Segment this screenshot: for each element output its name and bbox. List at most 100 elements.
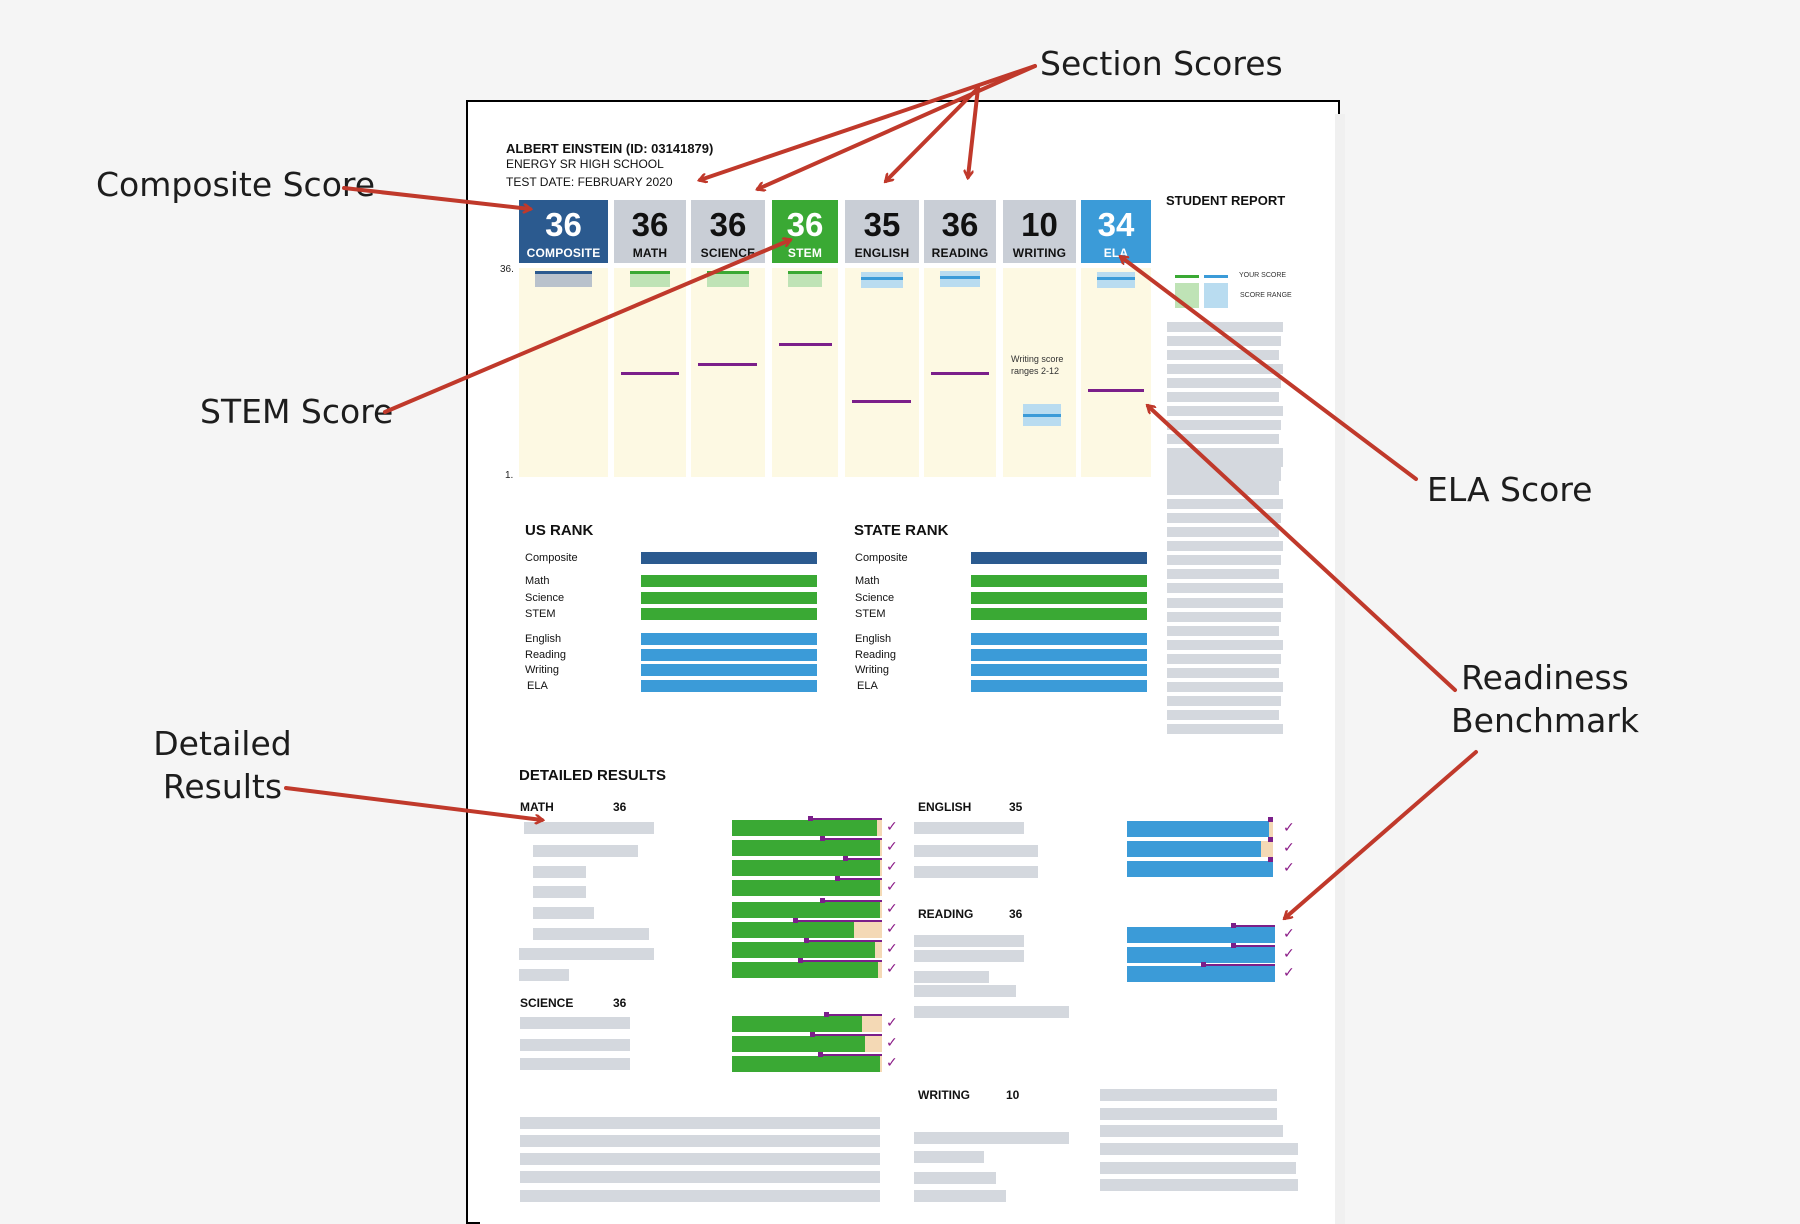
sidebar-line-9 — [1167, 448, 1283, 458]
math-benchmark-dot-7 — [798, 958, 803, 963]
math-benchmark-7 — [800, 960, 882, 962]
math-check-5: ✓ — [886, 920, 898, 936]
score-value-stem: 36 — [786, 206, 824, 243]
reading-bar-0 — [1127, 927, 1275, 943]
sidebar-line-3 — [1167, 364, 1283, 374]
arrow-section-3 — [886, 86, 980, 181]
report-title: STUDENT REPORT — [1166, 193, 1286, 208]
english-benchmark-dot-2 — [1268, 857, 1273, 862]
math-text-line-2 — [533, 866, 586, 878]
axis-bottom-label: 1. — [505, 470, 514, 481]
callout-detailed-line2: Results — [162, 767, 283, 806]
us-rank-bar-english — [641, 633, 817, 645]
state-rank-bar-composite — [971, 552, 1147, 564]
writing-side-line-1 — [1100, 1108, 1277, 1120]
science-check-1: ✓ — [886, 1034, 898, 1050]
score-label-stem: STEM — [787, 246, 823, 260]
legend-green-range — [1175, 283, 1199, 308]
benchmark-science — [698, 363, 757, 366]
detailed-results-title: DETAILED RESULTS — [519, 767, 666, 784]
us-rank-bar-ela — [641, 680, 817, 692]
math-benchmark-dot-2 — [843, 856, 848, 861]
bottom-text-line-4 — [520, 1190, 880, 1202]
science-bar-1 — [732, 1036, 865, 1052]
sidebar-line-21 — [1167, 583, 1283, 593]
us-rank-bar-math — [641, 575, 817, 587]
english-check-1: ✓ — [1283, 839, 1295, 855]
callout-readiness-benchmark: Readiness Benchmark — [1450, 656, 1640, 742]
score-range-composite — [535, 271, 592, 287]
ela-text-line-2 — [914, 866, 1038, 878]
english-section-label: ENGLISH — [918, 800, 972, 814]
science-bar-0 — [732, 1016, 862, 1032]
math-benchmark-dot-6 — [804, 938, 809, 943]
benchmark-english — [852, 400, 911, 403]
sidebar-line-15 — [1167, 499, 1283, 509]
state-rank-bar-writing — [971, 664, 1147, 676]
science-benchmark-1 — [812, 1034, 882, 1036]
legend-green-line — [1175, 275, 1199, 278]
score-range-ela — [1097, 272, 1135, 288]
science-check-0: ✓ — [886, 1014, 898, 1030]
writing-section-label: WRITING — [918, 1088, 970, 1102]
score-column-writing — [1003, 268, 1076, 477]
math-check-6: ✓ — [886, 940, 898, 956]
state-rank-bar-stem — [971, 608, 1147, 620]
writing-text-line-1 — [914, 1151, 984, 1163]
benchmark-ela — [1088, 389, 1144, 392]
your-score-ela — [1097, 277, 1135, 280]
legend-blue-line — [1204, 275, 1228, 278]
bottom-text-line-2 — [520, 1153, 880, 1165]
benchmark-math — [621, 372, 679, 375]
arrow-readiness-1 — [1148, 406, 1457, 692]
sidebar-line-22 — [1167, 598, 1283, 608]
score-label-english: ENGLISH — [854, 246, 910, 260]
us-rank-label-composite: Composite — [525, 552, 578, 564]
state-rank-label-reading: Reading — [855, 649, 896, 661]
science-section-score: 36 — [613, 996, 627, 1010]
sidebar-line-0 — [1167, 322, 1283, 332]
score-label-reading: READING — [931, 246, 989, 260]
ela-text-line-4 — [914, 950, 1024, 962]
ela-text-line-0 — [914, 822, 1024, 834]
science-bar-2 — [732, 1056, 880, 1072]
score-range-reading — [940, 271, 980, 287]
callout-ela-score: ELA Score — [1427, 470, 1593, 509]
science-text-line-2 — [520, 1058, 630, 1070]
your-score-science — [707, 271, 749, 274]
sidebar-line-11 — [1167, 476, 1279, 486]
score-range-stem — [788, 271, 822, 287]
arrow-readiness-2 — [1285, 750, 1478, 918]
math-benchmark-1 — [822, 838, 882, 840]
state-rank-bar-ela — [971, 680, 1147, 692]
science-benchmark-2 — [820, 1054, 882, 1056]
math-bar-1 — [732, 840, 880, 856]
reading-benchmark-dot-1 — [1231, 943, 1236, 948]
math-benchmark-4 — [822, 900, 882, 902]
us-rank-bar-composite — [641, 552, 817, 564]
benchmark-stem — [779, 343, 832, 346]
callout-section-scores: Section Scores — [1040, 44, 1283, 83]
science-check-2: ✓ — [886, 1054, 898, 1070]
score-column-science — [691, 268, 765, 477]
score-column-english — [845, 268, 919, 477]
ela-text-line-7 — [914, 1006, 1069, 1018]
math-section-score: 36 — [613, 800, 627, 814]
sidebar-line-17 — [1167, 527, 1279, 537]
math-check-0: ✓ — [886, 818, 898, 834]
math-benchmark-6 — [806, 940, 882, 942]
reading-check-0: ✓ — [1283, 925, 1295, 941]
math-text-line-4 — [533, 907, 594, 919]
math-text-line-3 — [533, 886, 586, 898]
math-text-line-7 — [519, 969, 569, 981]
state-rank-label-stem: STEM — [855, 608, 886, 620]
ela-text-line-3 — [914, 935, 1024, 947]
score-label-composite: COMPOSITE — [526, 246, 601, 260]
score-value-science: 36 — [709, 206, 747, 243]
callout-stem-score: STEM Score — [200, 392, 394, 431]
math-check-1: ✓ — [886, 838, 898, 854]
